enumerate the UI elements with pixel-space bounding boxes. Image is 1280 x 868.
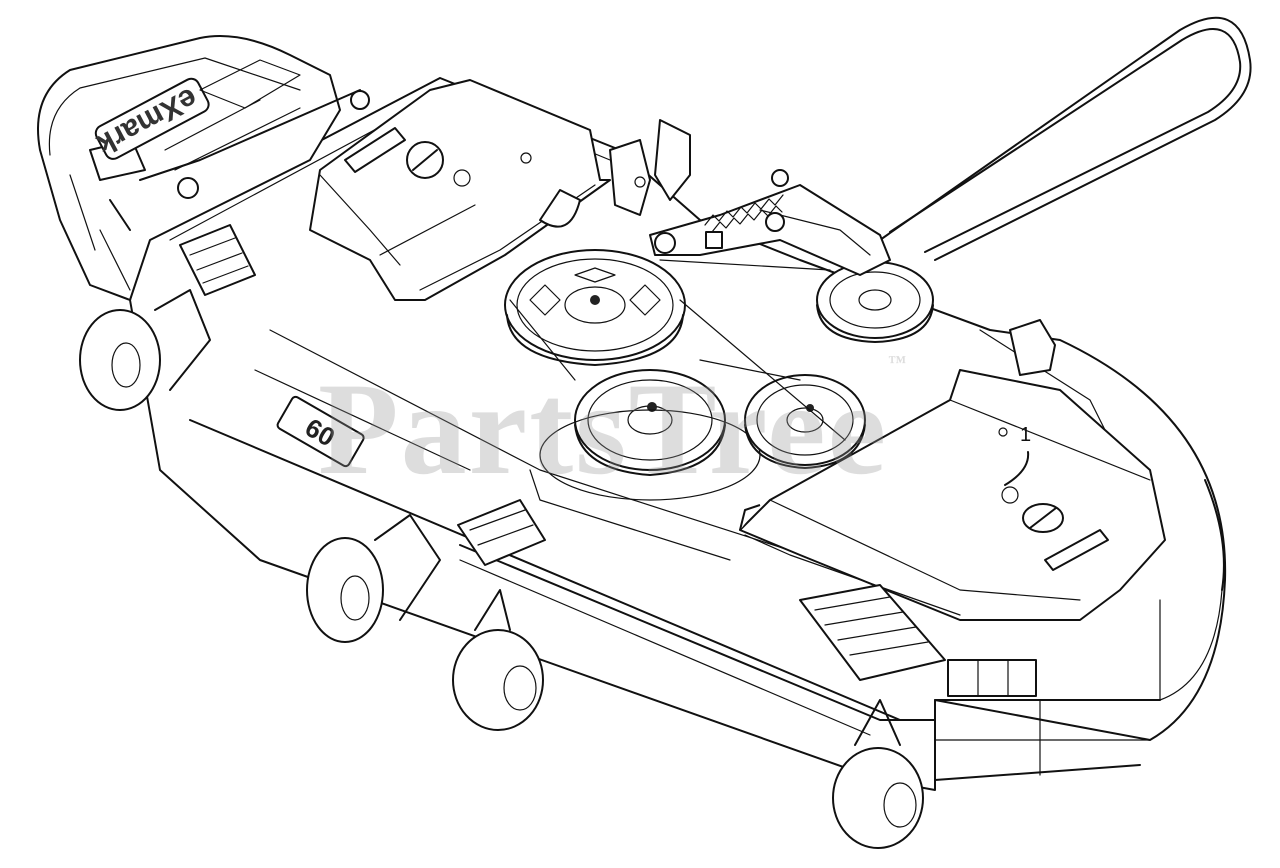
- deck-size-badge: 60: [276, 395, 365, 468]
- tension-spring: [704, 169, 789, 233]
- center-spindle-pulley: [539, 369, 761, 501]
- right-belt-cover: [739, 369, 1166, 621]
- decal-center: [457, 499, 546, 566]
- callout-leader: [1004, 451, 1030, 486]
- left-linkage: [109, 89, 370, 231]
- rear-brackets: [539, 119, 1056, 376]
- decal-grid: [799, 584, 946, 681]
- discharge-chute: eXmark: [37, 35, 341, 301]
- left-spindle-pulley: [504, 249, 686, 366]
- right-spindle-pulley: [744, 374, 866, 469]
- front-right-wheel: [832, 699, 924, 849]
- partstree-watermark: PartsTree™: [318, 352, 908, 505]
- rear-left-wheel: [306, 514, 441, 643]
- idler-arm: [649, 184, 891, 276]
- callout-number-1: 1: [1020, 424, 1032, 446]
- drive-belt-loop: [879, 16, 1252, 261]
- decal-right: [947, 659, 1037, 697]
- front-middle-wheel: [452, 589, 544, 731]
- belt-runs: [509, 259, 846, 441]
- front-left-wheel: [79, 289, 211, 411]
- watermark-text: PartsTree: [318, 355, 889, 502]
- watermark-trademark: ™: [888, 352, 909, 372]
- decal-left: [179, 224, 256, 296]
